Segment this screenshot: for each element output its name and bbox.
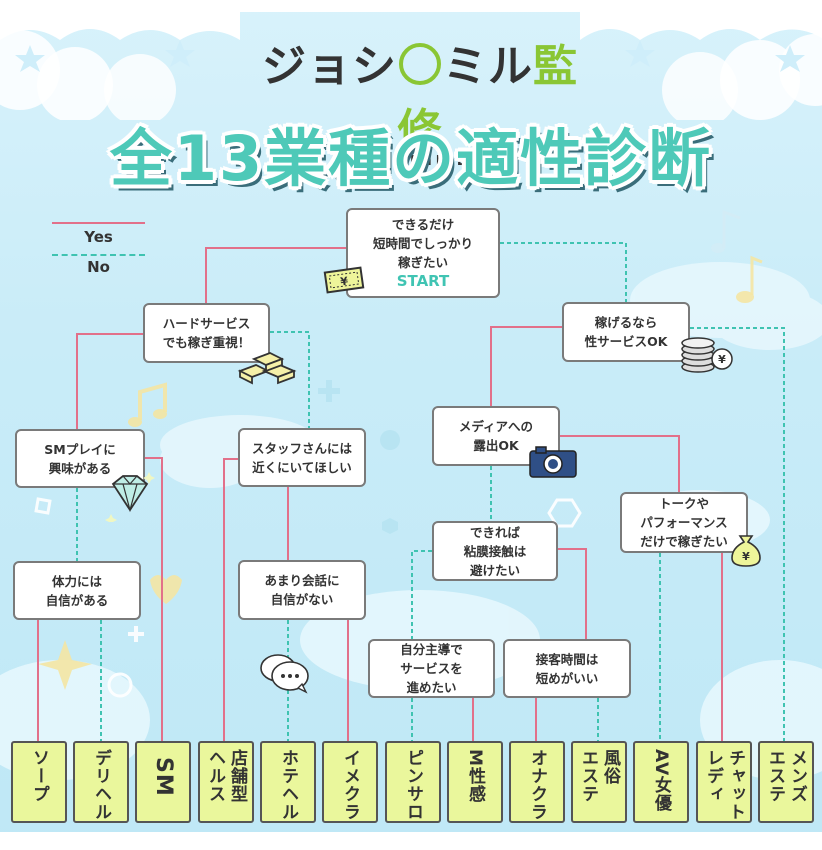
result-imekura: イメクラ — [322, 741, 378, 823]
bottom-band — [0, 832, 822, 850]
question-line: パフォーマンス — [640, 515, 728, 530]
question-line: 露出OK — [473, 438, 519, 453]
logo-text-1: ジョシ — [262, 41, 397, 92]
question-staff-nearby: スタッフさんには 近くにいてほしい — [238, 428, 366, 487]
question-line: 進めたい — [406, 680, 457, 695]
question-talk-performance: トークや パフォーマンス だけで稼ぎたい — [620, 492, 748, 553]
question-line: 短めがいい — [535, 670, 599, 686]
gold-bars-icon — [237, 352, 297, 385]
question-stamina: 体力には 自信がある — [13, 561, 141, 620]
question-line: だけで稼ぎたい — [640, 534, 728, 549]
question-sex-service-ok: 稼げるなら 性サービスOK — [562, 302, 690, 362]
question-line: スタッフさんには — [251, 440, 352, 456]
result-label: レディ — [703, 749, 723, 803]
question-line: 自分主導で — [400, 642, 463, 657]
question-line: 自信がない — [270, 592, 334, 607]
question-line: でも稼ぎ重視！ — [162, 335, 251, 350]
result-label: M性感 — [465, 749, 485, 803]
question-conversation: あまり会話に 自信がない — [238, 560, 366, 620]
logo-sub: JOSHIMILLE — [357, 154, 483, 169]
logo-accent: 監修 — [397, 41, 578, 156]
result-label: AV女優 — [651, 749, 671, 813]
logo-text-2: ミル — [443, 41, 533, 92]
result-label: 風俗 — [600, 749, 620, 785]
result-deriheru: デリヘル — [73, 741, 129, 823]
result-label: ホテヘル — [278, 749, 298, 821]
question-line: できれば — [469, 524, 520, 540]
result-av-actress: AV女優 — [633, 741, 689, 823]
question-line: SMプレイに — [44, 441, 116, 457]
question-line: サービスを — [400, 661, 463, 676]
result-pinsaro: ピンサロ — [385, 741, 441, 823]
page-title: 全13業種の適性診断 — [109, 122, 713, 195]
result-label: ピンサロ — [403, 749, 423, 821]
result-label: エステ — [765, 749, 785, 803]
chat-bubbles-icon — [260, 654, 309, 694]
result-fuzoku-este: 風俗 エステ — [571, 741, 627, 823]
question-line: 性サービスOK — [584, 334, 668, 349]
question-start: できるだけ 短時間でしっかり 稼ぎたい START — [346, 208, 500, 298]
camera-icon — [529, 446, 577, 478]
money-bag-icon: ¥ — [731, 535, 761, 567]
question-line: 避けたい — [469, 562, 520, 578]
result-hotel-health: ホテヘル — [260, 741, 316, 823]
question-line: 近くにいてほしい — [252, 459, 352, 475]
question-line: メディアへの — [458, 419, 534, 434]
yen-glyph: ¥ — [340, 274, 350, 288]
result-onakura: オナクラ — [509, 741, 565, 823]
yen-glyph: ¥ — [742, 550, 750, 563]
start-label: START — [396, 272, 450, 290]
result-label: 店舗型 — [227, 749, 247, 803]
yen-glyph: ¥ — [718, 353, 726, 366]
result-mens-este: メンズ エステ — [758, 741, 814, 823]
question-line: トークや — [658, 496, 709, 511]
legend-yes-line — [52, 222, 145, 224]
question-hard-service: ハードサービス でも稼ぎ重視！ — [143, 303, 270, 363]
result-soap: ソープ — [11, 741, 67, 823]
result-label: ヘルス — [205, 749, 225, 803]
logo-main: ジョシミル監修 — [240, 30, 600, 158]
question-line: あまり会話に — [264, 573, 340, 588]
result-chat-lady: チャット レディ — [696, 741, 752, 823]
logo: ジョシミル監修 JOSHIMILLE — [240, 30, 600, 169]
question-line: 接客時間は — [535, 651, 599, 667]
question-line: 短時間でしっかり — [372, 236, 473, 251]
question-self-led: 自分主導で サービスを 進めたい — [368, 639, 495, 698]
result-sm: SM — [135, 741, 191, 823]
question-line: 興味がある — [48, 460, 112, 476]
question-line: 体力には — [51, 573, 102, 589]
legend-no-label: No — [87, 258, 110, 276]
cloud-band — [0, 0, 822, 120]
result-label: ソープ — [29, 749, 49, 803]
legend-yes-label: Yes — [84, 228, 113, 246]
result-m-seikan: M性感 — [447, 741, 503, 823]
logo-mark-icon — [399, 43, 441, 85]
result-label: イメクラ — [340, 749, 360, 821]
question-line: ハードサービス — [162, 316, 251, 331]
diamond-icon — [105, 472, 155, 522]
result-label: エステ — [578, 749, 598, 803]
result-label: チャット — [725, 749, 745, 821]
question-line: 自信がある — [45, 592, 109, 608]
result-label: オナクラ — [527, 749, 547, 821]
result-label: メンズ — [787, 749, 807, 803]
question-line: できるだけ — [391, 217, 455, 232]
coins-icon: ¥ — [681, 337, 733, 373]
question-line: 稼げるなら — [594, 315, 658, 330]
money-bill-icon: ¥ — [323, 266, 365, 294]
result-store-health: 店舗型 ヘルス — [198, 741, 254, 823]
question-avoid-mucosa: できれば 粘膜接触は 避けたい — [432, 521, 558, 581]
question-line: 稼ぎたい — [397, 255, 448, 270]
legend-no-line — [52, 254, 145, 256]
result-label: デリヘル — [91, 749, 111, 821]
result-label: SM — [151, 757, 176, 797]
question-short-time: 接客時間は 短めがいい — [503, 639, 631, 698]
question-line: 粘膜接触は — [463, 543, 527, 559]
